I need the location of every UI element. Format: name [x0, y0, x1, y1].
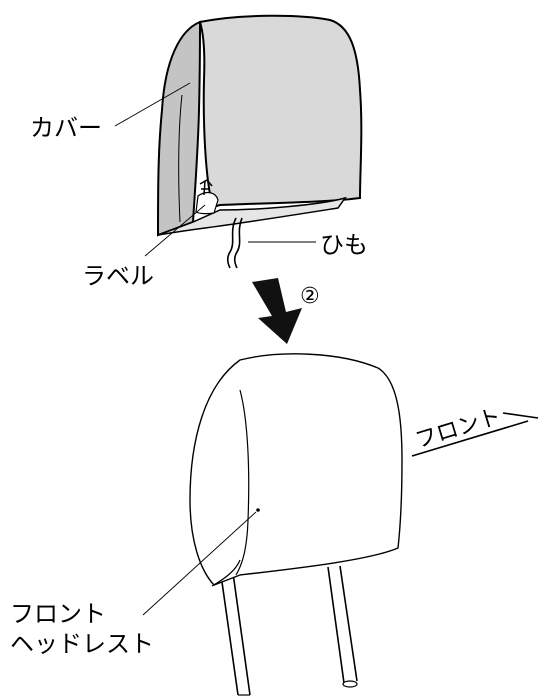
headrest-stay-right	[327, 565, 358, 684]
string-left	[226, 217, 237, 269]
label-label: ラベル	[82, 262, 154, 290]
front-headrest-label-line2: ヘッドレスト	[10, 630, 154, 658]
front-headrest-label-line1: フロント	[10, 600, 106, 628]
headrest-body	[189, 353, 403, 586]
headrest-bottom-exposed	[157, 196, 347, 236]
cover-seam	[178, 94, 183, 223]
headrest-side-seam	[235, 389, 250, 576]
headrest-stay-left	[220, 572, 251, 696]
covered-headrest-illustration	[114, 14, 363, 269]
cover-front-panel	[198, 14, 363, 209]
down-arrow-icon	[252, 278, 302, 344]
front-direction-arrow-icon	[411, 412, 539, 457]
cover-label: カバー	[30, 114, 102, 142]
label-tag	[195, 191, 219, 215]
string-label: ひも	[320, 231, 368, 259]
headrest-front-dot	[256, 508, 260, 512]
string-right	[233, 217, 243, 269]
front-headrest-illustration	[142, 353, 403, 696]
front-direction-label: フロント	[412, 404, 503, 454]
step-number: ②	[300, 284, 320, 309]
